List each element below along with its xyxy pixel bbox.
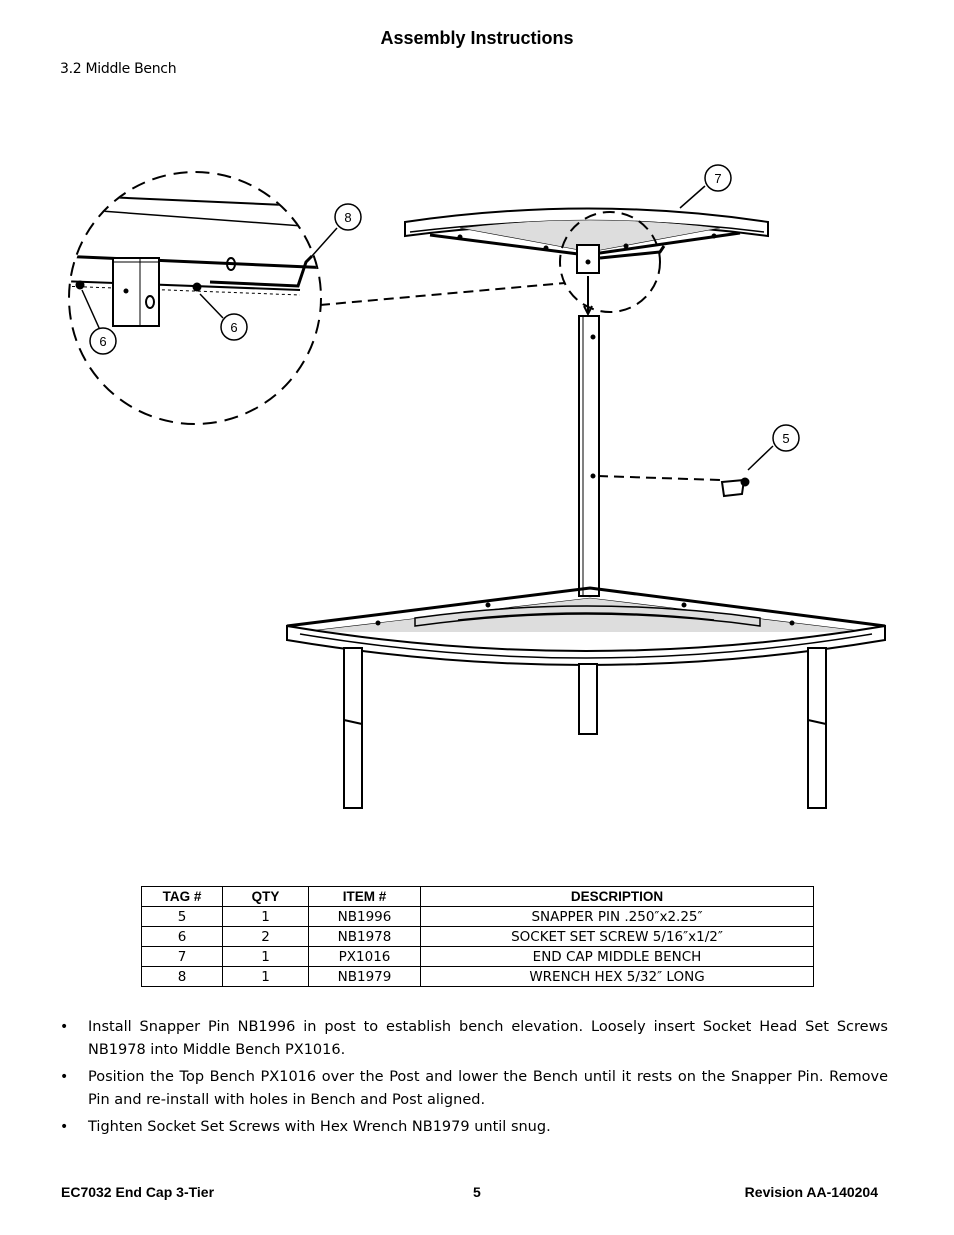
footer-page-number: 5: [473, 1184, 481, 1200]
instruction-item: Install Snapper Pin NB1996 in post to es…: [60, 1016, 888, 1062]
lower-bench: [286, 586, 886, 809]
table-cell: NB1996: [308, 906, 421, 927]
instruction-item: Position the Top Bench PX1016 over the P…: [60, 1066, 888, 1112]
footer-revision: Revision AA-140204: [744, 1184, 878, 1200]
parts-table: TAG # QTY ITEM # DESCRIPTION 5 1 NB1996 …: [141, 886, 814, 987]
callout-8: 8: [344, 210, 351, 225]
table-cell: WRENCH HEX 5/32″ LONG: [420, 966, 814, 987]
table-cell: 1: [222, 966, 309, 987]
table-cell: 2: [222, 926, 309, 947]
instruction-item: Tighten Socket Set Screws with Hex Wrenc…: [60, 1116, 888, 1139]
table-cell: SNAPPER PIN .250″x2.25″: [420, 906, 814, 927]
column-header-qty: QTY: [222, 886, 309, 907]
column-header-item: ITEM #: [308, 886, 421, 907]
table-row: 8 1 NB1979 WRENCH HEX 5/32″ LONG: [141, 966, 814, 987]
post: [578, 276, 600, 597]
table-cell: 7: [141, 946, 223, 967]
column-header-description: DESCRIPTION: [420, 886, 814, 907]
section-heading: 3.2 Middle Bench: [60, 61, 177, 77]
table-cell: SOCKET SET SCREW 5/16″x1/2″: [420, 926, 814, 947]
detail-view: [68, 171, 322, 425]
table-cell: 1: [222, 906, 309, 927]
table-header-row: TAG # QTY ITEM # DESCRIPTION: [141, 886, 814, 907]
callout-6: 6: [99, 334, 106, 349]
table-row: 6 2 NB1978 SOCKET SET SCREW 5/16″x1/2″: [141, 926, 814, 947]
table-cell: END CAP MIDDLE BENCH: [420, 946, 814, 967]
table-cell: NB1979: [308, 966, 421, 987]
table-cell: PX1016: [308, 946, 421, 967]
callout-7: 7: [714, 171, 721, 186]
table-cell: 5: [141, 906, 223, 927]
table-cell: 6: [141, 926, 223, 947]
instruction-list: Install Snapper Pin NB1996 in post to es…: [60, 1016, 888, 1143]
page-title: Assembly Instructions: [380, 28, 574, 48]
table-row: 5 1 NB1996 SNAPPER PIN .250″x2.25″: [141, 906, 814, 927]
column-header-tag: TAG #: [141, 886, 223, 907]
callout-6: 6: [230, 320, 237, 335]
table-row: 7 1 PX1016 END CAP MIDDLE BENCH: [141, 946, 814, 967]
table-cell: NB1978: [308, 926, 421, 947]
top-bench: [404, 207, 769, 274]
table-cell: 1: [222, 946, 309, 967]
assembly-drawing: 7 8 6 6 5: [68, 164, 886, 809]
table-cell: 8: [141, 966, 223, 987]
callout-5: 5: [782, 431, 789, 446]
footer-document-id: EC7032 End Cap 3-Tier: [61, 1184, 215, 1200]
